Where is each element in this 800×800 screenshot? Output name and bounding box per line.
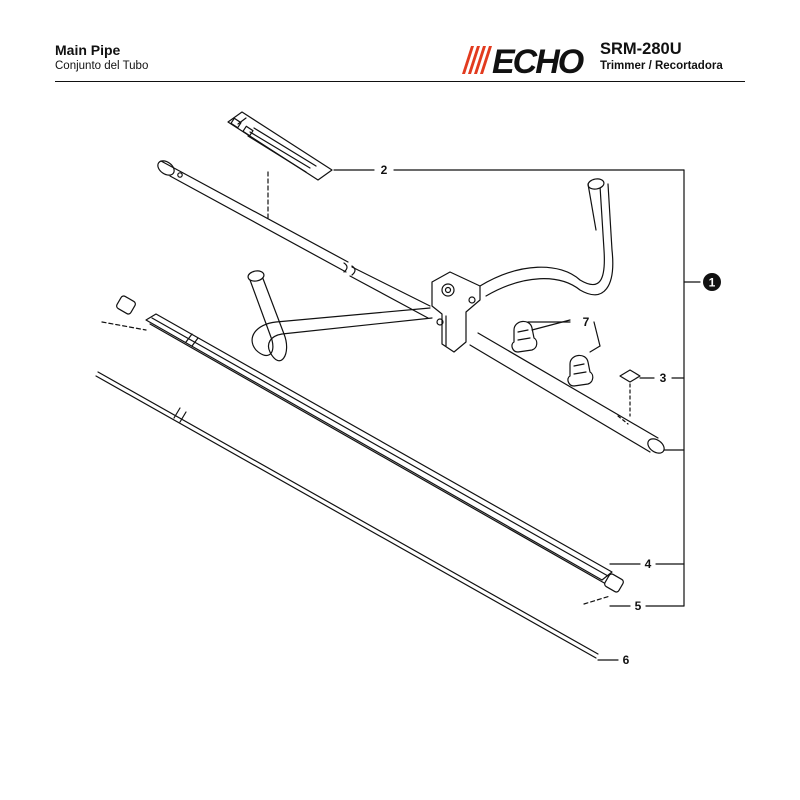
- handle-bracket-icon: [247, 178, 614, 362]
- callout-1-circle: [703, 273, 721, 291]
- callout-5: 5: [635, 599, 642, 613]
- callout-4: 4: [645, 557, 652, 571]
- callout-2: 2: [381, 163, 388, 177]
- product-description: Trimmer / Recortadora: [600, 60, 723, 72]
- clamp-clip-icon: [511, 320, 594, 387]
- page-title: Main Pipe: [55, 42, 121, 58]
- brand-text: ECHO: [492, 44, 584, 76]
- header-right: SRM-280U Trimmer / Recortadora: [600, 40, 723, 73]
- echo-logo-icon: ECHO: [462, 44, 586, 76]
- warning-label-decal-icon: [227, 111, 333, 181]
- page-subtitle: Conjunto del Tubo: [55, 60, 149, 72]
- liner-tube-drawing: [145, 313, 613, 585]
- callout-7: 7: [583, 315, 590, 329]
- callout-6: 6: [623, 653, 630, 667]
- callout-3: 3: [660, 371, 667, 385]
- model-number: SRM-280U: [600, 40, 682, 58]
- header-divider: [55, 81, 745, 82]
- bushing-icon: [116, 295, 624, 593]
- header-left: Main Pipe Conjunto del Tubo: [55, 42, 148, 74]
- drive-shaft-drawing: [95, 371, 599, 659]
- callout-labels: 2 1 3 4 5 6 7: [381, 163, 721, 667]
- main-pipe-drawing: [157, 160, 665, 454]
- callout-1: 1: [709, 276, 716, 290]
- callout-leaders: [333, 169, 701, 661]
- small-plate-icon: [619, 369, 641, 417]
